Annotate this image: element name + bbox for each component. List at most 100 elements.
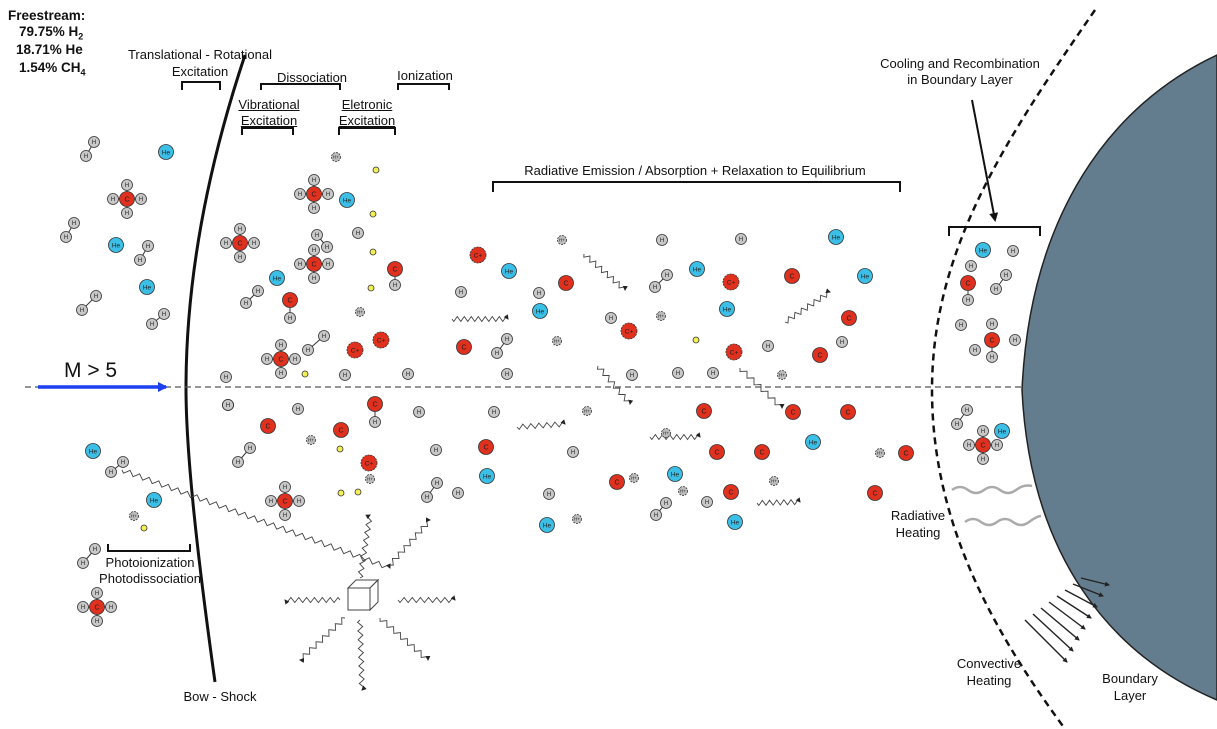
svg-text:H: H	[81, 561, 85, 567]
freestream-h2-value: 79.75% H	[19, 24, 79, 39]
bow-shock-curve	[184, 54, 247, 683]
svg-text:H+: H+	[877, 451, 883, 456]
svg-text:He: He	[998, 428, 1007, 435]
svg-text:C: C	[338, 427, 343, 434]
particle-c: C	[723, 484, 739, 500]
particle-h: H	[605, 312, 617, 324]
particle-he: He	[108, 237, 124, 253]
particle-h: H	[158, 308, 170, 320]
label-photo-line2: Photodissociation	[99, 571, 201, 586]
svg-text:H: H	[312, 248, 316, 254]
svg-text:H: H	[121, 460, 125, 466]
svg-text:C: C	[372, 401, 377, 408]
svg-text:H: H	[456, 491, 460, 497]
svg-text:H: H	[326, 262, 330, 268]
particle-c: C	[260, 418, 276, 434]
particle-h: H	[294, 258, 306, 270]
particle-h: H	[308, 174, 320, 186]
particle-h: H	[990, 283, 1002, 295]
particle-h: H	[308, 244, 320, 256]
particle-h: H	[543, 488, 555, 500]
svg-text:H: H	[297, 499, 301, 505]
particle-h: H	[369, 416, 381, 428]
particle-h: H	[991, 439, 1003, 451]
particle-he: He	[857, 268, 873, 284]
label-trans-rot-line1: Translational - Rotational	[127, 47, 273, 62]
particle-e	[372, 166, 380, 174]
svg-text:H: H	[72, 221, 76, 227]
svg-text:H+: H+	[680, 489, 686, 494]
svg-text:H: H	[312, 276, 316, 282]
particle-h: H	[501, 368, 513, 380]
particle-h: H	[656, 234, 668, 246]
svg-text:He: He	[273, 275, 282, 282]
particle-c: C	[754, 444, 770, 460]
freestream-h2-sub: 2	[78, 31, 84, 42]
svg-text:H: H	[95, 591, 99, 597]
bracket-radiative	[492, 181, 901, 192]
particle-he: He	[689, 261, 705, 277]
particle-h: H	[452, 487, 464, 499]
particle-he: He	[479, 468, 495, 484]
svg-text:H+: H+	[333, 155, 339, 160]
svg-text:H: H	[81, 605, 85, 611]
radiative-heating-waves	[951, 484, 1042, 527]
particle-he: He	[828, 229, 844, 245]
particle-h: H	[965, 260, 977, 272]
svg-text:H+: H+	[559, 238, 565, 243]
svg-text:C+: C+	[625, 328, 634, 335]
particle-hp: H+	[552, 336, 562, 346]
particle-h: H	[707, 367, 719, 379]
particle-h: H	[105, 466, 117, 478]
svg-text:H: H	[417, 410, 421, 416]
svg-text:He: He	[671, 471, 680, 478]
particle-h: H	[134, 254, 146, 266]
svg-text:C: C	[701, 408, 706, 415]
particle-cp: C+	[372, 331, 390, 349]
particle-h: H	[986, 351, 998, 363]
particle-hp: H+	[355, 307, 365, 317]
particle-hp: H+	[306, 435, 316, 445]
svg-text:H: H	[238, 255, 242, 261]
svg-text:C: C	[989, 337, 994, 344]
particle-c: C	[841, 310, 857, 326]
svg-text:C: C	[728, 489, 733, 496]
particle-c: C	[277, 493, 293, 509]
svg-text:H: H	[93, 547, 97, 553]
particle-c: C	[840, 404, 856, 420]
label-boundary-layer-line1: Boundary	[1102, 671, 1158, 686]
particle-h: H	[455, 286, 467, 298]
particle-e	[692, 336, 700, 344]
particle-h: H	[105, 601, 117, 613]
svg-text:C+: C+	[730, 349, 739, 356]
particle-h: H	[969, 344, 981, 356]
particle-h: H	[234, 251, 246, 263]
particle-h: H	[292, 403, 304, 415]
particle-hp: H+	[769, 476, 779, 486]
particle-h: H	[963, 439, 975, 451]
svg-text:H: H	[244, 301, 248, 307]
svg-text:H: H	[505, 372, 509, 378]
particle-he: He	[719, 301, 735, 317]
svg-text:H: H	[283, 513, 287, 519]
svg-text:H: H	[660, 238, 664, 244]
svg-text:H: H	[224, 241, 228, 247]
particle-h: H	[289, 353, 301, 365]
svg-text:H: H	[109, 605, 113, 611]
svg-text:H: H	[296, 407, 300, 413]
convective-heating-arrows	[1024, 577, 1110, 663]
label-ionization: Ionization	[397, 68, 453, 83]
svg-text:H: H	[435, 481, 439, 487]
svg-text:C: C	[124, 196, 129, 203]
svg-text:C: C	[311, 261, 316, 268]
svg-text:H: H	[298, 262, 302, 268]
label-trans-rot-line2: Excitation	[171, 64, 229, 79]
svg-text:C: C	[461, 344, 466, 351]
svg-text:H: H	[139, 197, 143, 203]
particle-cp: C+	[725, 343, 743, 361]
particle-hp: H+	[629, 473, 639, 483]
svg-text:H: H	[226, 403, 230, 409]
svg-text:He: He	[143, 284, 152, 291]
svg-text:H: H	[967, 443, 971, 449]
particle-h: H	[660, 497, 672, 509]
